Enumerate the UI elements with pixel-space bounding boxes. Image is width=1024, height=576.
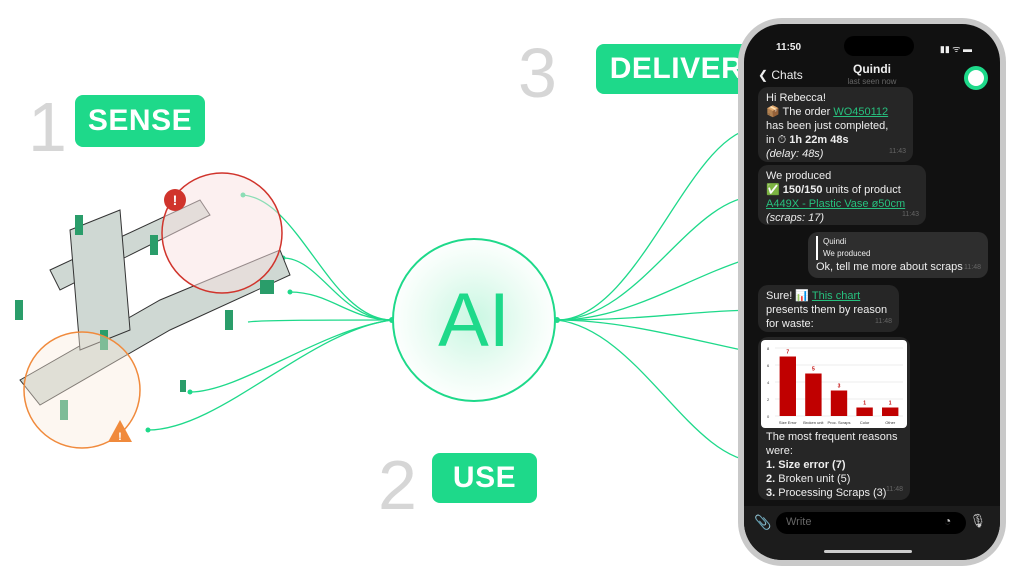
x-tick-label: Proc. Scraps <box>828 420 851 425</box>
y-tick-label: 6 <box>767 363 770 368</box>
alert-circle-red <box>161 172 283 294</box>
duration: 1h 22m 48s <box>789 134 849 146</box>
deliver-badge: DELIVER <box>596 44 757 94</box>
chart-emoji-icon: Sure! 📊 <box>766 290 812 302</box>
msg-line: 📦 The order <box>766 106 834 118</box>
sticker-icon[interactable]: ◔ <box>944 514 952 528</box>
data-label: 1 <box>889 401 892 407</box>
data-label: 3 <box>838 384 841 390</box>
quote-text: We produced <box>823 249 871 258</box>
bar <box>856 407 873 416</box>
reply-text: Ok, tell me more about scraps <box>816 261 963 273</box>
attach-icon[interactable]: 📎 <box>754 514 772 530</box>
message-user-reply: Quindi We produced Ok, tell me more about… <box>808 232 988 278</box>
x-tick-label: Color <box>860 420 870 425</box>
delay: (delay: 48s) <box>766 148 824 160</box>
msg-line: units of product <box>822 184 901 196</box>
scraps: (scraps: 17) <box>766 212 825 224</box>
chart-link[interactable]: This chart <box>811 290 861 302</box>
warning-icon <box>108 420 132 442</box>
dynamic-island <box>844 36 914 56</box>
reason-item: 1. Size error (7) <box>766 459 846 471</box>
msg-line: has been just completed, <box>766 120 889 132</box>
back-label: Chats <box>771 68 803 82</box>
quote-author: Quindi <box>823 237 847 246</box>
msg-line: in ⏱ <box>766 134 790 146</box>
x-tick-label: Broken unit <box>803 420 824 425</box>
message-input[interactable]: Write <box>776 512 966 534</box>
bar <box>805 373 822 416</box>
data-label: 1 <box>863 401 866 407</box>
bar <box>779 356 796 416</box>
data-label: 7 <box>786 350 789 356</box>
x-tick-label: Size Error <box>779 420 797 425</box>
msg-time: 11:48 <box>964 264 981 271</box>
status-time: 11:50 <box>776 42 802 53</box>
check-icon: ✅ <box>766 184 783 196</box>
msg-line: Hi Rebecca! <box>766 92 826 104</box>
bar <box>830 390 848 416</box>
reason-item: 2. Broken unit (5) <box>766 473 851 485</box>
ai-circle: AI <box>392 238 556 402</box>
reasons-intro: The most frequent reasons were: <box>766 431 898 457</box>
units-count: 150/150 <box>782 184 823 196</box>
data-label: 5 <box>812 367 815 373</box>
message-production: We produced ✅ 150/150 units of product A… <box>758 165 926 225</box>
svg-text:!: ! <box>118 431 122 443</box>
message-order-completed: Hi Rebecca! 📦 The order WO450112 has bee… <box>758 87 913 162</box>
msg-time: 11:43 <box>902 211 919 218</box>
order-link[interactable]: WO450112 <box>833 106 889 118</box>
reason-item: 3. Processing Scraps (3) <box>766 487 887 499</box>
msg-time: 11:43 <box>889 148 906 155</box>
msg-line: We produced <box>766 170 832 182</box>
step-number-1: 1 <box>28 88 67 166</box>
msg-line: presents them by reason for waste: <box>766 304 888 330</box>
warning-circle-orange <box>23 331 141 449</box>
msg-time: 11:48 <box>875 318 892 325</box>
y-tick-label: 2 <box>767 397 770 402</box>
msg-time: 11:48 <box>886 486 903 493</box>
product-link[interactable]: A449X - Plastic Vase ø50cm <box>766 198 906 210</box>
contact-avatar[interactable] <box>964 66 988 90</box>
input-bar: 📎 Write ◔ 🎙 <box>744 506 1000 560</box>
sense-badge: SENSE <box>75 95 205 147</box>
message-chart-intro: Sure! 📊 This chart presents them by reas… <box>758 285 899 332</box>
y-tick-label: 8 <box>767 346 770 351</box>
home-indicator <box>824 550 912 553</box>
alert-icon <box>164 189 186 211</box>
use-badge: USE <box>432 453 537 503</box>
status-icons: ▮▮ ᯤ ▬ <box>939 44 972 54</box>
x-tick-label: Other <box>885 420 896 425</box>
chevron-left-icon: ❮ <box>758 68 772 82</box>
back-button[interactable]: ❮ Chats <box>758 68 803 82</box>
step-number-2: 2 <box>378 446 417 524</box>
y-tick-label: 4 <box>767 380 770 385</box>
phone-mockup: 11:50 ▮▮ ᯤ ▬ ❮ Chats Quindi last seen no… <box>738 18 1006 566</box>
step-number-3: 3 <box>518 34 557 112</box>
contact-status: last seen now <box>847 77 897 86</box>
microphone-icon[interactable]: 🎙 <box>969 513 986 528</box>
svg-text:!: ! <box>173 192 178 208</box>
contact-name[interactable]: Quindi <box>853 62 891 76</box>
y-tick-label: 0 <box>767 414 770 419</box>
bar <box>882 407 899 416</box>
